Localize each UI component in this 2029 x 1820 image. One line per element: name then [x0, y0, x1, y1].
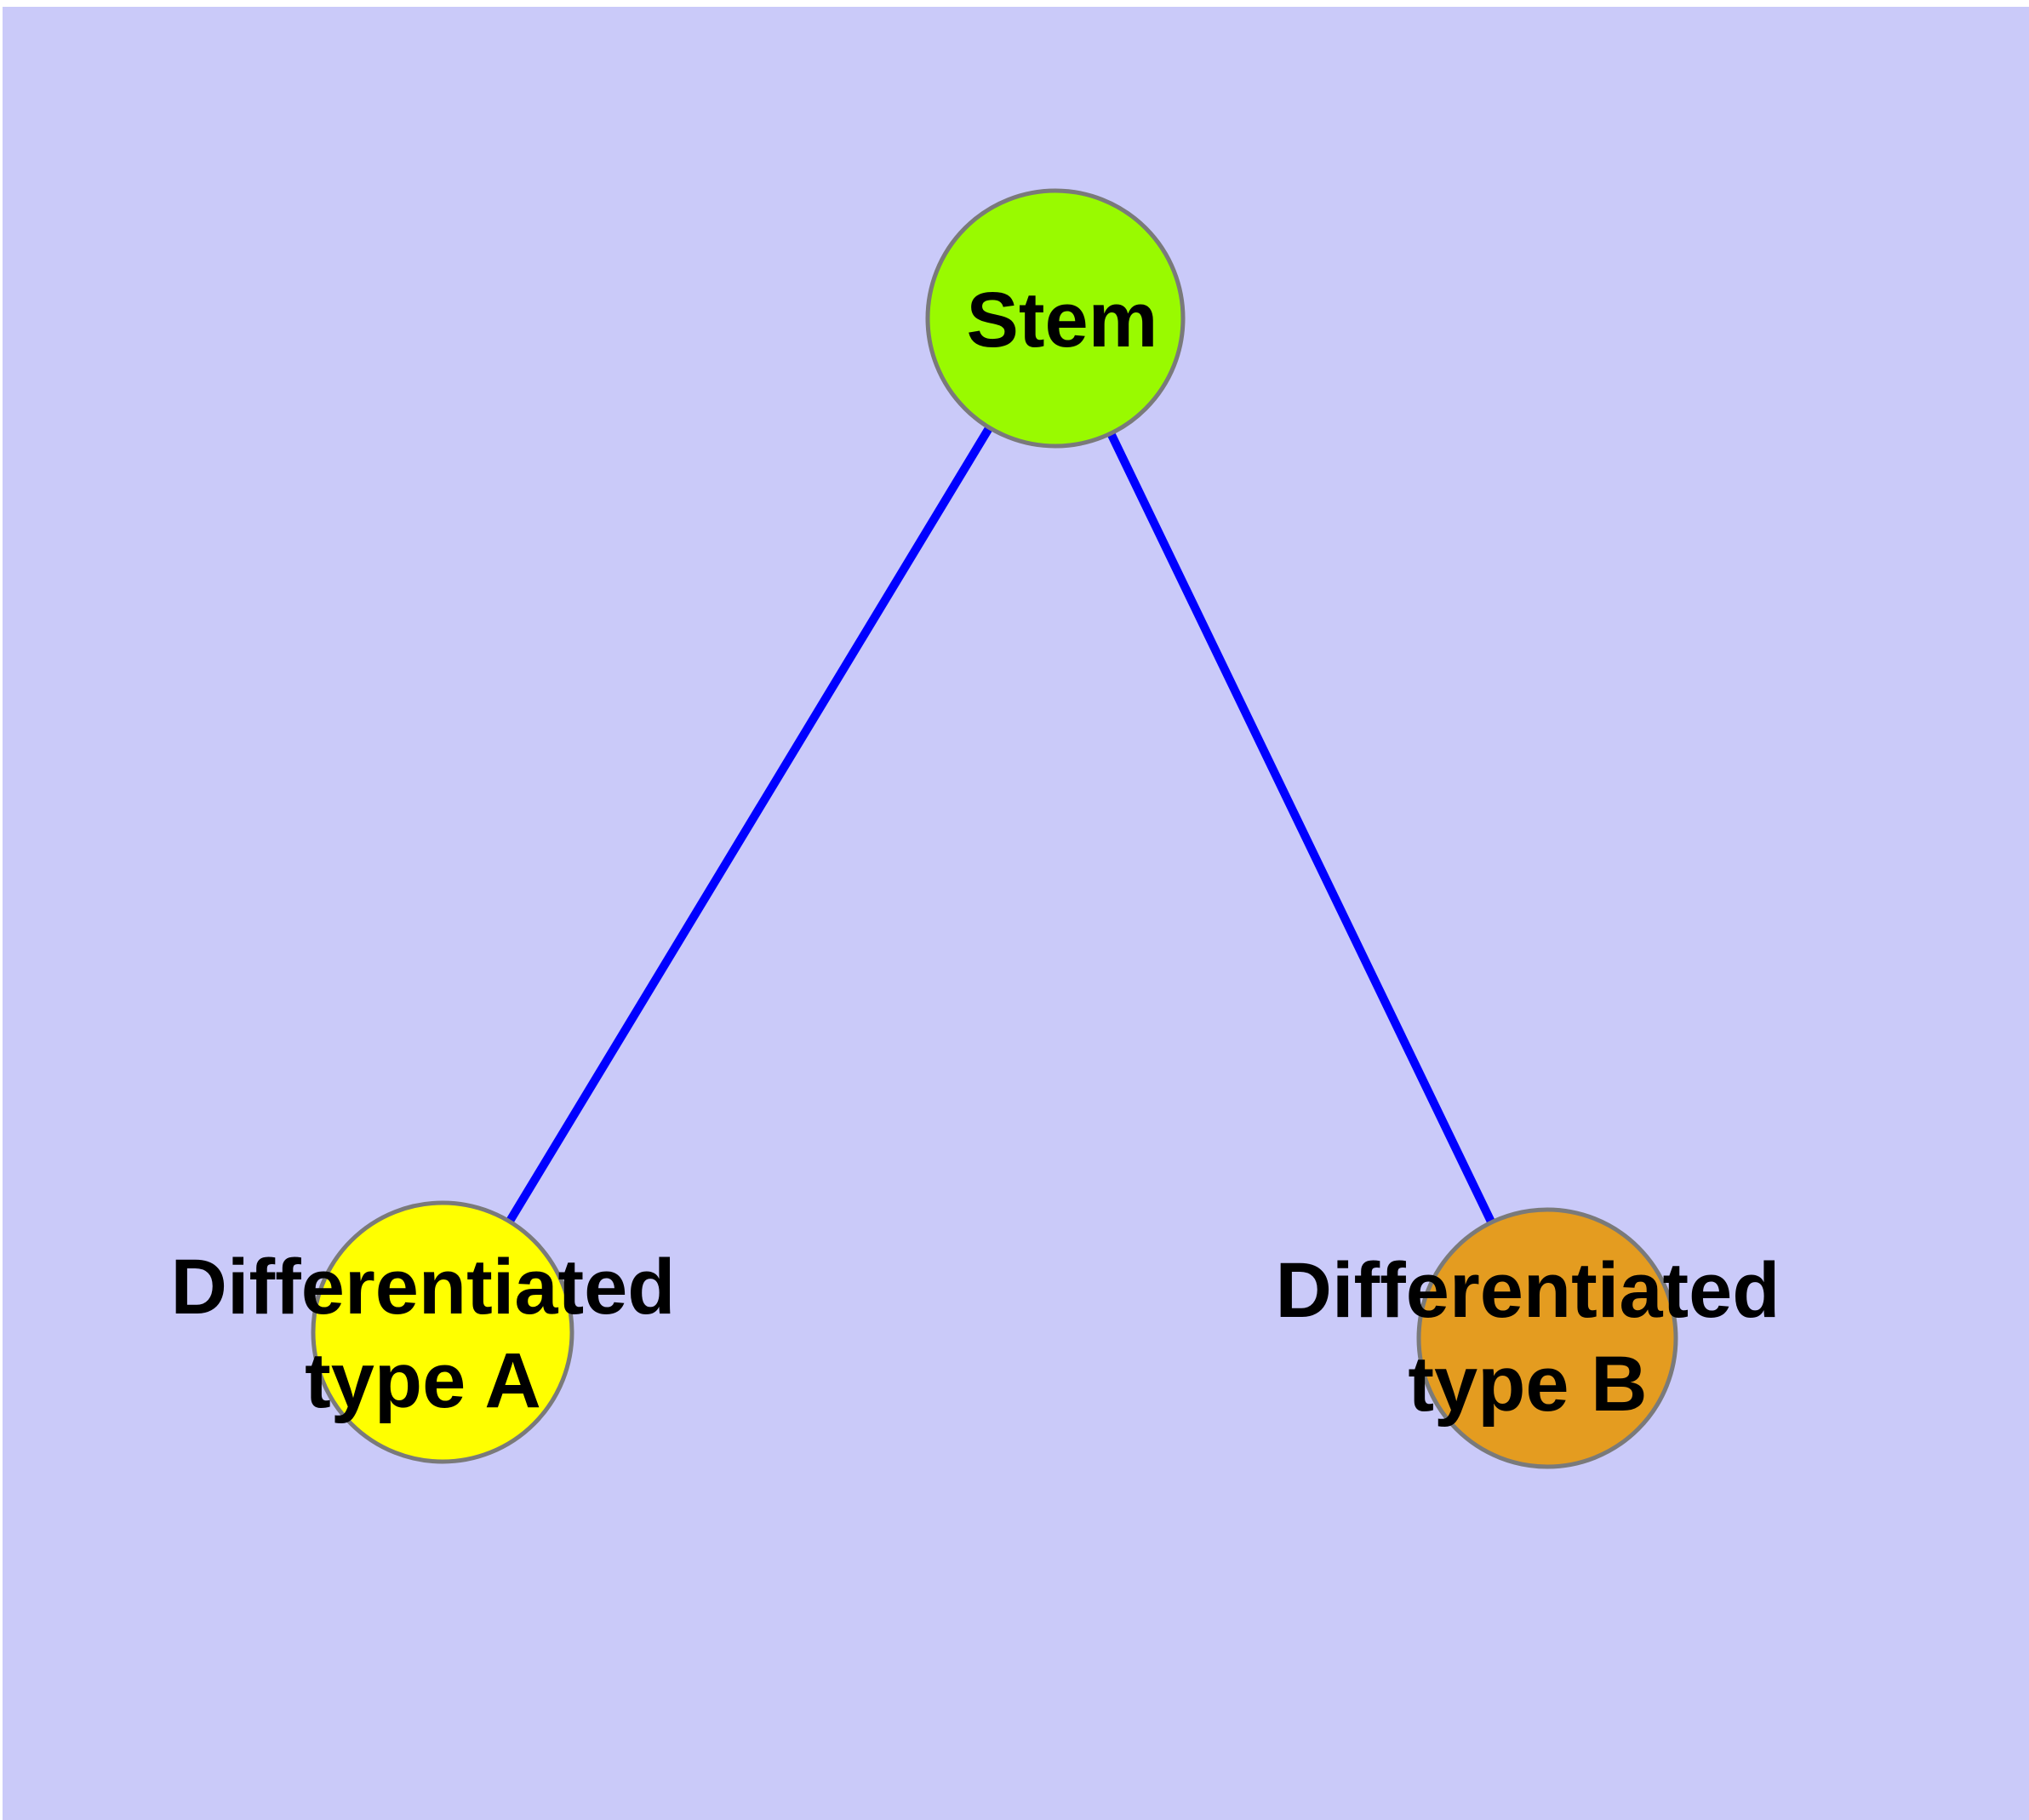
node-label-type-b: Differentiated type B — [1276, 1244, 1780, 1431]
node-circle-stem[interactable] — [925, 188, 1186, 449]
node-circle-type-b[interactable] — [1416, 1207, 1678, 1469]
node-link-graph — [311, 188, 1678, 1469]
node-label-type-a-line1: Differentiated — [170, 1244, 676, 1331]
node-label-type-a-line2: type A — [305, 1337, 541, 1424]
edge-stem-to-type-a — [438, 316, 1060, 1335]
node-label-stem: Stem — [966, 277, 1158, 363]
node-circle-type-a[interactable] — [311, 1200, 574, 1464]
node-label-type-b-line1: Differentiated — [1275, 1247, 1780, 1334]
node-label-type-b-line2: type B — [1408, 1341, 1648, 1428]
edge-stem-to-type-b — [1051, 316, 1552, 1341]
node-label-type-a: Differentiated type A — [171, 1240, 676, 1428]
